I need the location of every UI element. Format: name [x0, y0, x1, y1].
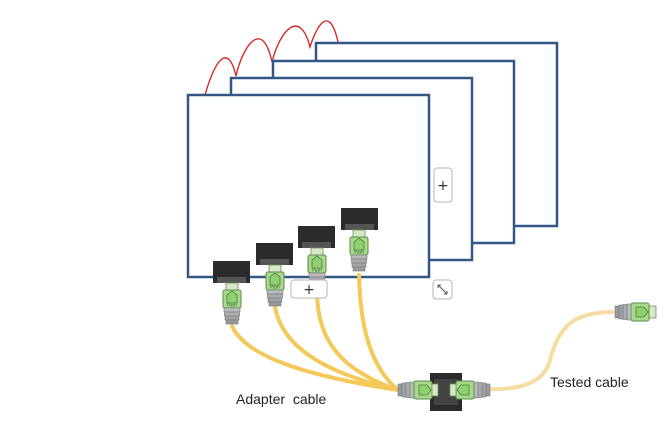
jack-1	[213, 261, 250, 283]
plus-icon: +	[303, 282, 315, 298]
tested-cable-line	[488, 310, 614, 392]
add-button-bottom[interactable]: +	[290, 279, 328, 299]
adapter-plug-2	[265, 264, 285, 307]
adapter-cable-bundle	[230, 273, 400, 392]
tester-frame-1	[186, 93, 431, 279]
add-button-right[interactable]: +	[433, 167, 453, 203]
adapter-plug-1	[222, 282, 242, 325]
resize-button[interactable]	[432, 279, 453, 300]
plus-icon: +	[437, 178, 449, 194]
tested-cable-label: Tested cable	[550, 374, 629, 390]
adapter-plug-4	[349, 229, 369, 272]
adapter-cable-label: Adapter cable	[236, 391, 326, 407]
inline-coupler	[397, 373, 491, 411]
jack-3	[298, 226, 335, 248]
jack-4	[341, 208, 378, 230]
jack-2	[256, 243, 293, 265]
resize-diagonal-icon	[437, 284, 448, 295]
tested-cable-plug	[614, 302, 657, 322]
